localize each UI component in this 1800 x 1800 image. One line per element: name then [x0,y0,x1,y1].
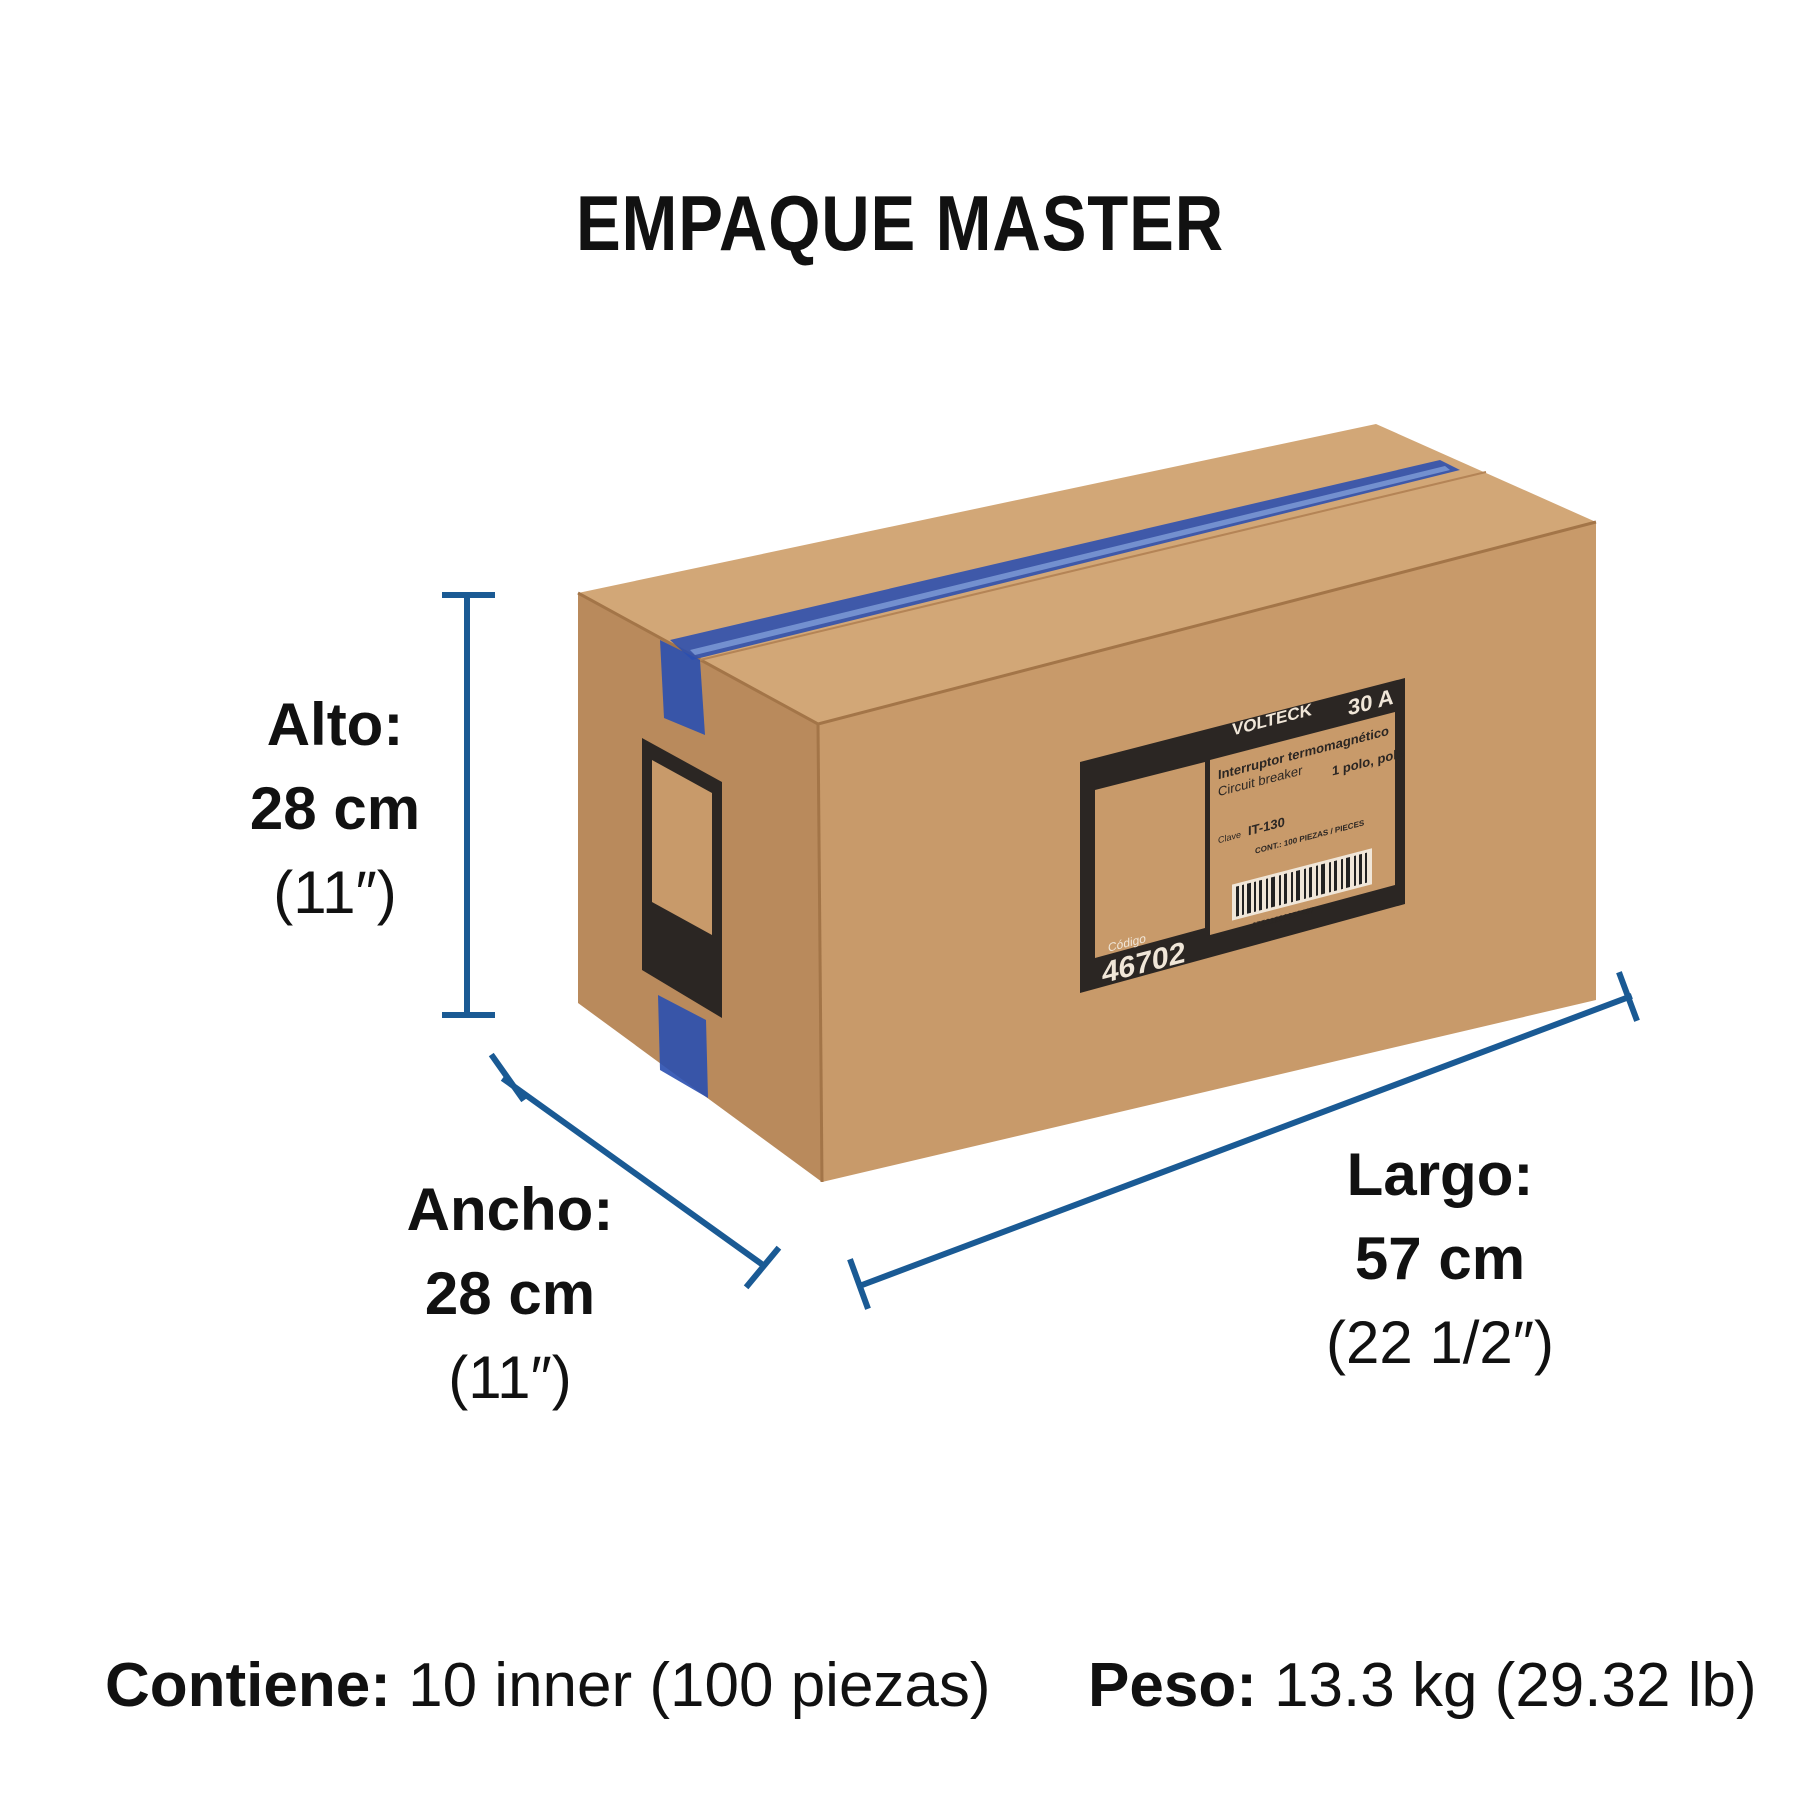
dimension-largo: Largo: 57 cm (22 1/2″) [1290,1133,1590,1385]
footer-contents-value: 10 inner (100 piezas) [390,1651,991,1720]
dimension-alto-label: Alto: [266,691,404,758]
tape-end [660,640,705,735]
footer-weight: Peso: 13.3 kg (29.32 lb) [1088,1650,1757,1721]
dimension-ancho-label: Ancho: [406,1176,614,1243]
tape-end-bottom [658,995,708,1098]
dimension-alto: Alto: 28 cm (11″) [220,683,450,935]
front-label-window [1095,762,1205,958]
dimension-largo-metric: 57 cm [1354,1225,1526,1292]
dimension-ancho-metric: 28 cm [424,1260,596,1327]
dimension-ancho: Ancho: 28 cm (11″) [395,1168,625,1420]
barcode [1232,848,1372,921]
measure-alto [442,592,495,1018]
measure-ancho [488,1052,782,1290]
end-label-window [652,760,712,935]
dimension-alto-metric: 28 cm [249,775,421,842]
box-flap-seam [699,471,1487,661]
dimension-alto-imperial: (11″) [273,859,397,926]
page-title: EMPAQUE MASTER [575,179,1225,267]
dimension-largo-label: Largo: [1346,1141,1534,1208]
measure-largo [847,971,1640,1310]
dimension-largo-imperial: (22 1/2″) [1325,1309,1555,1376]
tape-highlight [690,466,1450,655]
box-edge [816,723,824,1183]
footer-contents-label: Contiene: [105,1651,391,1720]
footer-weight-value: 13.3 kg (29.32 lb) [1256,1651,1757,1720]
footer-contents: Contiene: 10 inner (100 piezas) [105,1650,991,1721]
dimension-ancho-imperial: (11″) [448,1344,572,1411]
footer-weight-label: Peso: [1088,1651,1257,1720]
